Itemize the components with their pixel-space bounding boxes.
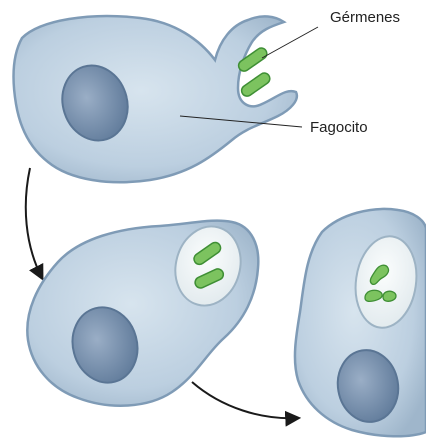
stage-3-digested-cell — [295, 209, 426, 436]
stage-2-engulfed-cell — [27, 219, 258, 406]
arrow-stage-1-to-2 — [26, 168, 42, 278]
stage-1-engulfing-cell — [14, 16, 297, 182]
phagocyte-label: Fagocito — [310, 119, 368, 136]
arrow-stage-2-to-3 — [192, 382, 298, 418]
germs-label: Gérmenes — [330, 9, 400, 26]
cell-body — [14, 16, 297, 182]
germs-label-group: Gérmenes — [262, 9, 400, 58]
germ-2 — [239, 71, 272, 98]
germs-leader-line — [262, 27, 318, 58]
germ-fragment-3 — [383, 291, 396, 301]
